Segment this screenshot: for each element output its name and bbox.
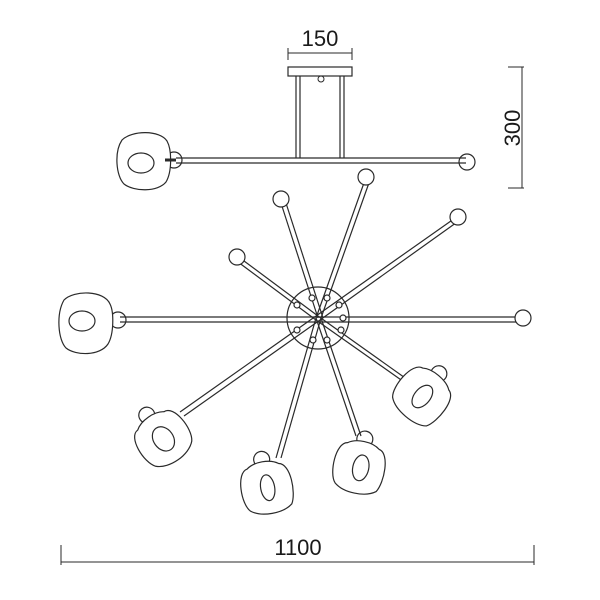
glass-shade-bottom-right (332, 430, 386, 495)
arm-ball-up-right (315, 208, 467, 321)
arm-shade-right (315, 315, 409, 383)
dimension-label-150: 150 (302, 26, 339, 51)
glass-shade-left (58, 292, 127, 355)
side-view (116, 66, 476, 191)
dimension-height: 300 (500, 66, 525, 189)
arm-ball-left (228, 248, 319, 321)
glass-shade-side (116, 132, 172, 191)
dimension-label-1100: 1100 (274, 535, 321, 560)
glass-shade-right (392, 365, 452, 427)
arm-ball-up-left (272, 190, 324, 319)
glass-shade-lower-left (134, 406, 193, 468)
top-view (58, 168, 532, 515)
arm-end-ball (458, 153, 476, 171)
dimension-label-300: 300 (500, 110, 525, 147)
arm-shade-lower-left (179, 315, 321, 417)
center-hub (286, 286, 350, 350)
hub-fittings (293, 294, 347, 344)
arm-ball-up (315, 168, 375, 319)
arm-ball-right (120, 309, 532, 327)
dimension-total-width: 1100 (60, 535, 535, 565)
glass-shade-bottom-left (240, 450, 294, 515)
canopy-plate (287, 66, 353, 77)
dimension-top-width: 150 (287, 26, 353, 60)
